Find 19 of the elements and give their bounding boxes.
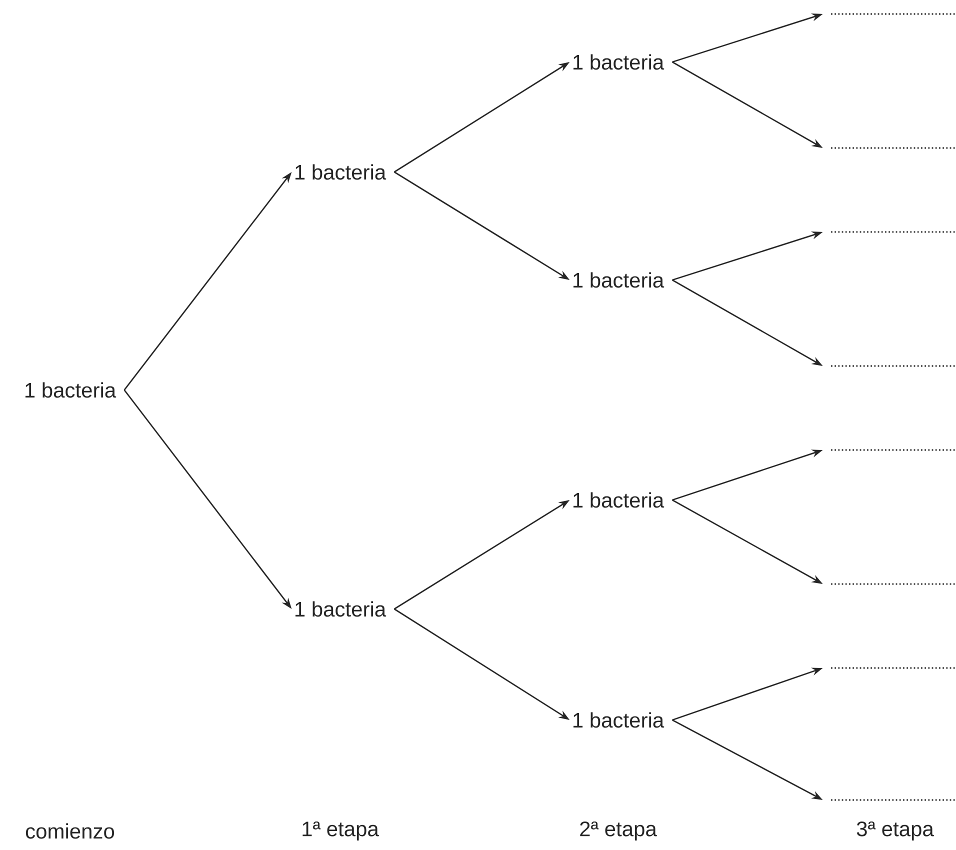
- stage-label: 2ª etapa: [580, 821, 657, 841]
- fill-in-line: [831, 799, 955, 801]
- fill-in-line: [831, 147, 955, 149]
- fill-in-line: [831, 365, 955, 367]
- node-text: 1 bacteria: [574, 272, 664, 288]
- stage-label: 1ª etapa: [302, 821, 379, 841]
- node-text: 1 bacteria: [574, 492, 664, 508]
- fill-in-line: [831, 13, 955, 15]
- node-text: 1 bacteria: [296, 601, 386, 617]
- fill-in-line: [831, 231, 955, 233]
- node-text: 1 bacteria: [574, 712, 664, 728]
- fill-in-line: [831, 667, 955, 669]
- node-text: 1 bacteria: [296, 164, 386, 180]
- stage-label: 3ª etapa: [856, 821, 934, 841]
- node-text: 1 bacteria: [26, 382, 116, 398]
- fill-in-line: [831, 449, 955, 451]
- fill-in-line: [831, 583, 955, 585]
- stage-label: comienzo: [26, 823, 114, 839]
- node-text: 1 bacteria: [574, 54, 664, 70]
